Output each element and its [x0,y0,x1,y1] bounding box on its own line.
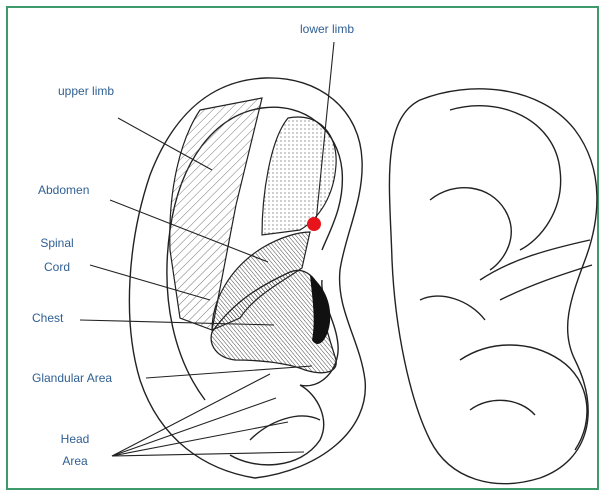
label-head-area-line1: Head [50,432,100,446]
label-spinal-cord-line1: Spinal [34,236,80,250]
acupoint-marker [307,217,321,231]
label-head-area-line2: Area [50,454,100,468]
label-abdomen: Abdomen [38,183,89,197]
label-glandular-area: Glandular Area [32,371,112,385]
label-head-area: Head Area [50,432,100,468]
right-figure [389,89,596,484]
label-upper-limb: upper limb [58,84,114,98]
label-spinal-cord-line2: Cord [34,260,80,274]
label-lower-limb: lower limb [300,22,354,36]
label-spinal-cord: Spinal Cord [34,236,80,274]
label-chest: Chest [32,311,63,325]
